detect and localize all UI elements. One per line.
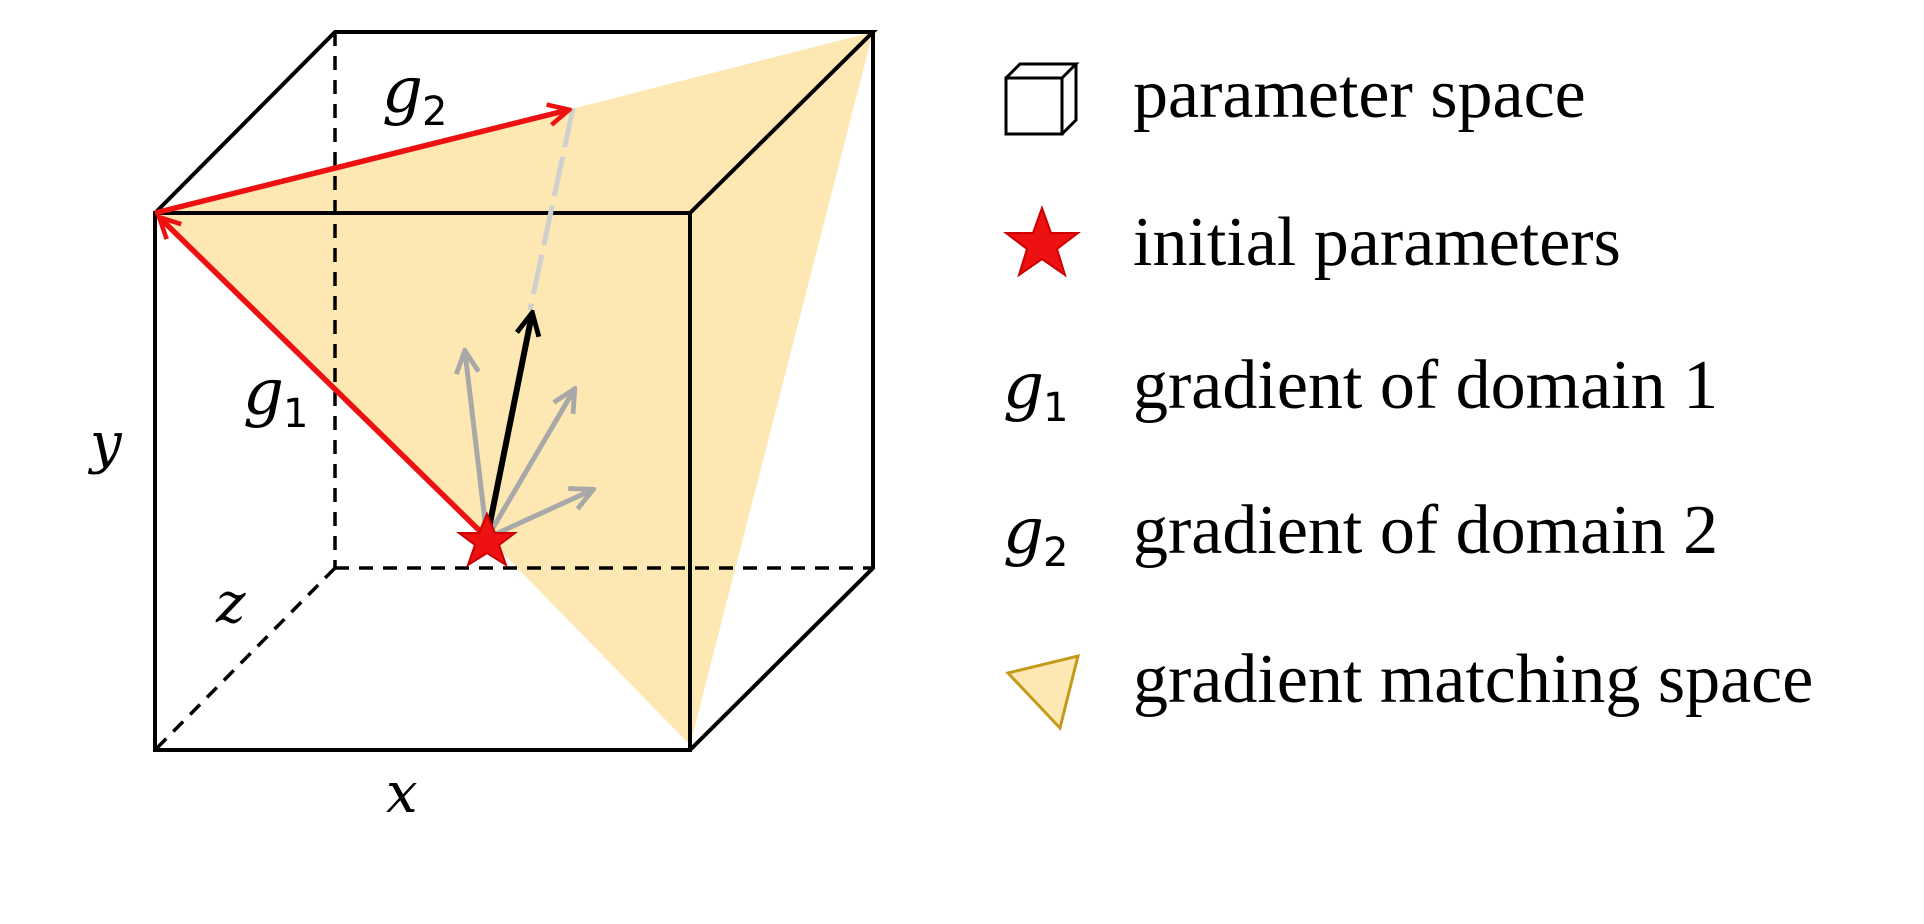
gray-arrow-3: [485, 490, 592, 541]
initial-parameters-star: [456, 511, 518, 568]
legend-label-initial-parameters: initial parameters: [1133, 204, 1621, 281]
g2-subscript: 2: [1043, 530, 1068, 576]
g1-label: g 1: [243, 356, 308, 437]
g1-subscript: 1: [1043, 385, 1068, 431]
legend-label-gradient-matching-space: gradient matching space: [1133, 641, 1813, 718]
g2-label: g 2: [382, 54, 447, 135]
g1-symbol: g: [1003, 350, 1044, 424]
triangle-icon: [1005, 653, 1081, 732]
legend-item-g2: g 2 gradient of domain 2: [1003, 492, 1718, 576]
g2-symbol: g: [1003, 495, 1044, 569]
cube-hidden-edges: [153, 32, 873, 752]
cube-visible-edges: [153, 30, 878, 752]
matched-gradient-arrow: [484, 314, 532, 539]
legend: parameter space initial parameters g 1 g…: [1003, 56, 1813, 732]
legend-label-g1: gradient of domain 1: [1133, 347, 1718, 424]
legend-label-g2: gradient of domain 2: [1133, 492, 1718, 569]
candidate-gradients: [465, 352, 592, 541]
g1-arrow: [160, 218, 489, 540]
axis-label-x: x: [386, 761, 418, 826]
legend-item-initial-parameters: initial parameters: [1003, 204, 1621, 281]
legend-label-parameter-space: parameter space: [1133, 56, 1586, 133]
gray-arrow-1: [465, 352, 490, 539]
cube-icon: [1004, 62, 1080, 136]
projection-line: [527, 107, 576, 311]
svg-text:2: 2: [422, 89, 447, 135]
legend-item-gradient-matching-space: gradient matching space: [1005, 641, 1813, 732]
gray-arrow-2: [484, 390, 574, 540]
legend-item-parameter-space: parameter space: [1004, 56, 1586, 136]
g2-arrow: [154, 110, 568, 216]
axis-label-y: y: [87, 411, 123, 476]
svg-text:g: g: [243, 356, 284, 430]
legend-item-g1: g 1 gradient of domain 1: [1003, 347, 1718, 431]
axis-label-z: z: [215, 571, 246, 636]
svg-text:g: g: [382, 54, 423, 128]
svg-text:1: 1: [283, 391, 308, 437]
red-star-icon: [1003, 205, 1081, 278]
